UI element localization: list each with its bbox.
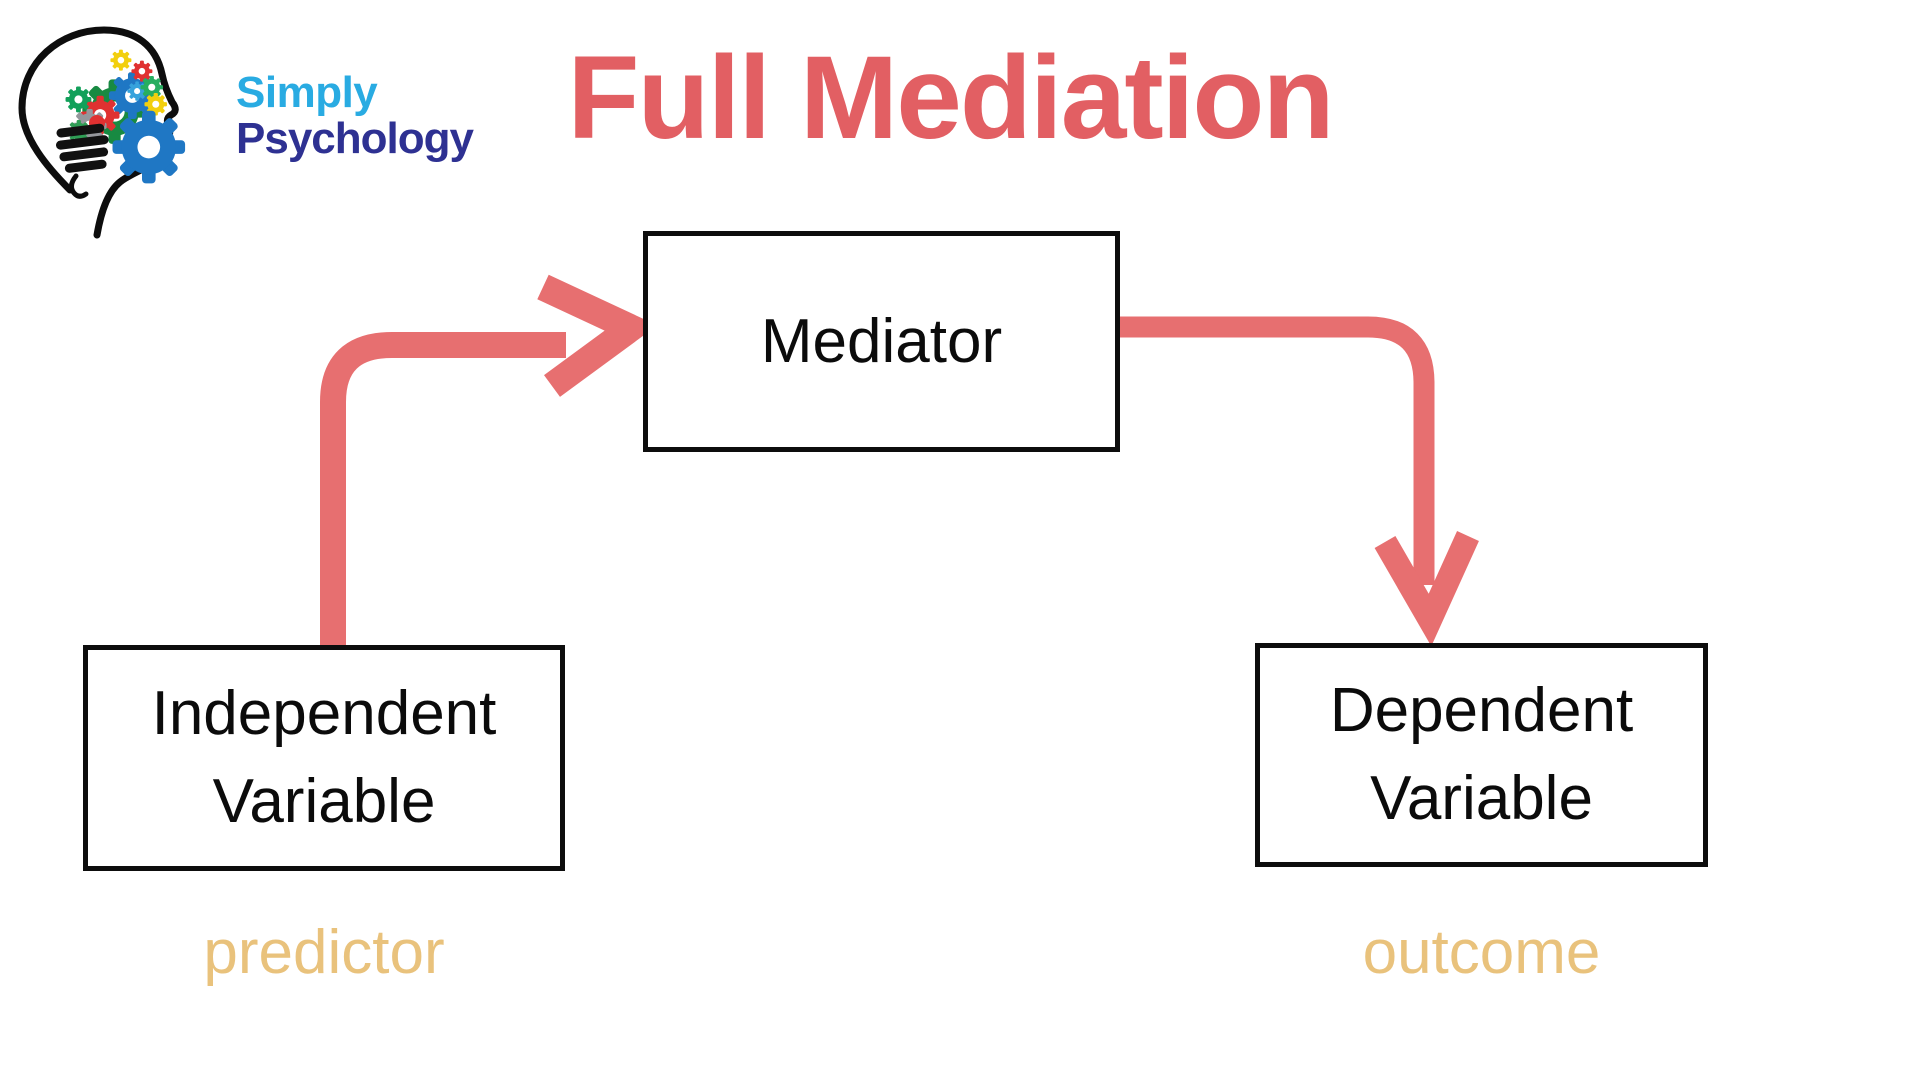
node-iv-label-line1: Independent [151, 679, 497, 748]
node-mediator-label: Mediator [760, 306, 1003, 376]
role-label-predictor: predictor [203, 918, 445, 987]
brand-name-simply: Simply [236, 68, 378, 117]
node-dependent-variable: Dependent Variable [1255, 643, 1708, 867]
node-iv-label-line2: Variable [212, 767, 436, 836]
node-independent-variable: Independent Variable [83, 645, 565, 871]
arrow-mediator-to-dependent [1118, 316, 1479, 647]
arrow-independent-to-mediator [320, 274, 658, 648]
page-title: Full Mediation [567, 32, 1334, 164]
node-dv-label-line2: Variable [1370, 764, 1593, 833]
lightbulb-base-icon [55, 123, 109, 173]
role-label-outcome: outcome [1362, 918, 1601, 987]
simply-psychology-logo: Simply Psychology [0, 0, 474, 250]
brain-gears-head-icon [18, 26, 186, 239]
node-dv-label-line1: Dependent [1329, 676, 1634, 745]
brand-wordmark: Simply Psychology [236, 68, 474, 163]
brand-name-psychology: Psychology [236, 113, 474, 163]
node-mediator: Mediator [643, 231, 1120, 452]
